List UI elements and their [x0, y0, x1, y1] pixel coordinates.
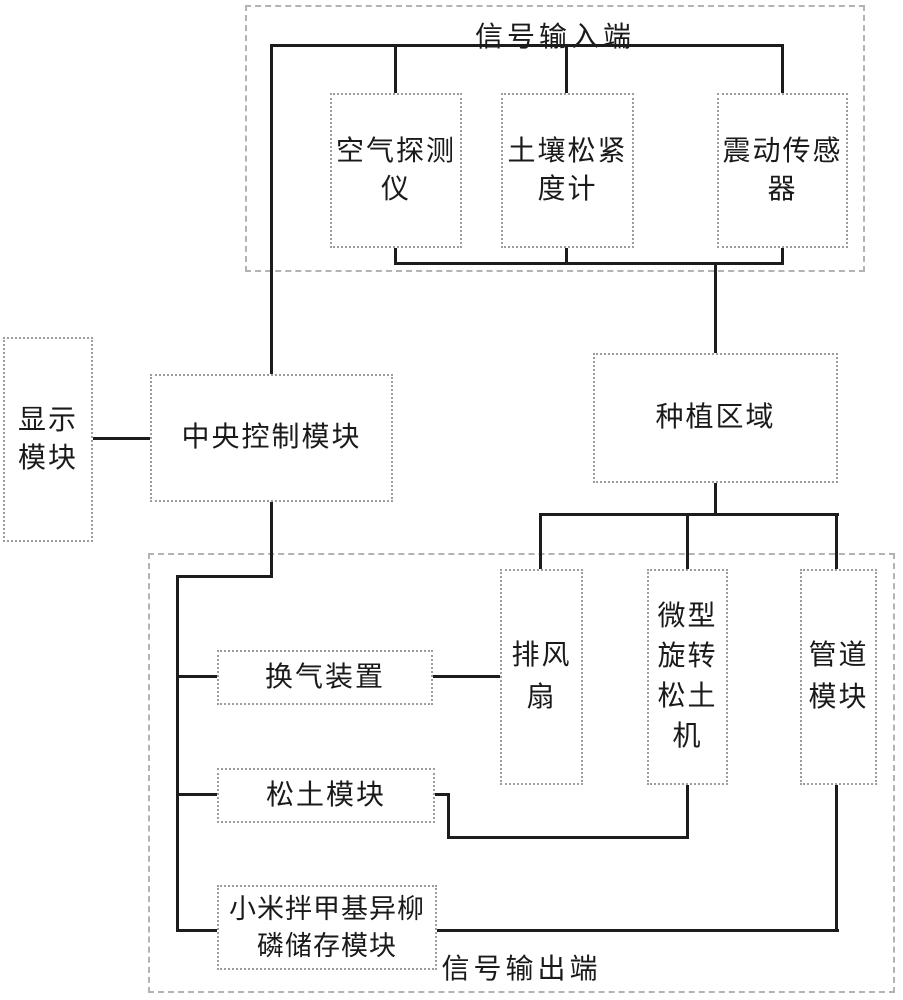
- box-central-control-label: 中央控制模块: [181, 422, 362, 453]
- connector-input-bottom-bus: [394, 262, 784, 265]
- box-millet-storage-module: 小米拌甲基异柳磷储存模块: [217, 885, 437, 970]
- connector-central-input-trunk: [270, 44, 273, 376]
- box-millet-storage-module-label: 小米拌甲基异柳磷储存模块: [229, 893, 425, 961]
- output-section-container: 信号输出端: [148, 553, 895, 993]
- box-planting-area: 种植区域: [593, 353, 838, 483]
- connector-central-trunk-step: [176, 575, 272, 578]
- box-soil-loosening-module: 松土模块: [217, 768, 435, 823]
- connector-loosening-tiller: [447, 836, 689, 839]
- box-vibration-sensor-label: 震动传感器: [722, 135, 843, 205]
- connector-vibration-bottom-bus: [781, 247, 784, 265]
- connector-bus-planting-area: [714, 262, 717, 355]
- box-soil-loosening-module-label: 松土模块: [265, 779, 386, 811]
- box-soil-tightness-meter-label: 土壤松紧度计: [507, 135, 628, 205]
- box-display-module-label: 显示模块: [17, 404, 78, 474]
- connector-input-top-bus: [270, 44, 784, 47]
- connector-air-bottom-bus: [394, 247, 397, 265]
- box-exhaust-fan-label: 排风扇: [511, 640, 572, 713]
- input-section-label: 信号输入端: [474, 22, 635, 53]
- connector-soil-bottom-bus: [565, 247, 568, 265]
- connector-loosening-out-2: [447, 793, 450, 839]
- connector-millet-pipe: [437, 929, 839, 932]
- box-vibration-sensor: 震动传感器: [717, 93, 848, 248]
- connector-central-bottom: [270, 502, 273, 578]
- connector-bus-soil-meter: [565, 44, 568, 95]
- connector-ventilation-fan: [433, 675, 500, 678]
- output-section-label: 信号输出端: [441, 954, 602, 985]
- connector-trunk-millet: [176, 929, 217, 932]
- box-exhaust-fan: 排风扇: [500, 569, 583, 785]
- box-display-module: 显示模块: [3, 337, 93, 542]
- box-micro-rotary-tiller-label: 微型旋转松土机: [657, 601, 718, 752]
- connector-branch-pipe: [835, 513, 838, 569]
- connector-planting-branch-bus: [539, 513, 839, 516]
- box-soil-tightness-meter: 土壤松紧度计: [501, 93, 634, 248]
- connector-loosening-out-1: [435, 793, 450, 796]
- connector-tiller-bottom: [686, 785, 689, 839]
- input-section-container: 信号输入端: [245, 5, 865, 272]
- connector-planting-drop: [714, 483, 717, 516]
- box-pipe-module: 管道模块: [800, 569, 877, 785]
- box-ventilation-device: 换气装置: [217, 650, 433, 705]
- connector-display-central: [93, 437, 150, 440]
- box-air-detector-label: 空气探测仪: [335, 135, 456, 205]
- box-ventilation-device-label: 换气装置: [264, 661, 385, 693]
- box-air-detector: 空气探测仪: [330, 93, 462, 248]
- box-pipe-module-label: 管道模块: [808, 640, 869, 713]
- connector-bus-vibration: [781, 44, 784, 95]
- connector-trunk-ventilation: [176, 675, 217, 678]
- box-central-control: 中央控制模块: [150, 374, 393, 502]
- connector-branch-fan: [539, 513, 542, 569]
- connector-pipe-bottom: [835, 785, 838, 932]
- connector-output-trunk: [176, 575, 179, 932]
- connector-branch-tiller: [686, 513, 689, 569]
- box-micro-rotary-tiller: 微型旋转松土机: [647, 569, 728, 785]
- connector-bus-air-detector: [394, 44, 397, 95]
- box-planting-area-label: 种植区域: [655, 402, 776, 433]
- connector-trunk-loosening: [176, 793, 217, 796]
